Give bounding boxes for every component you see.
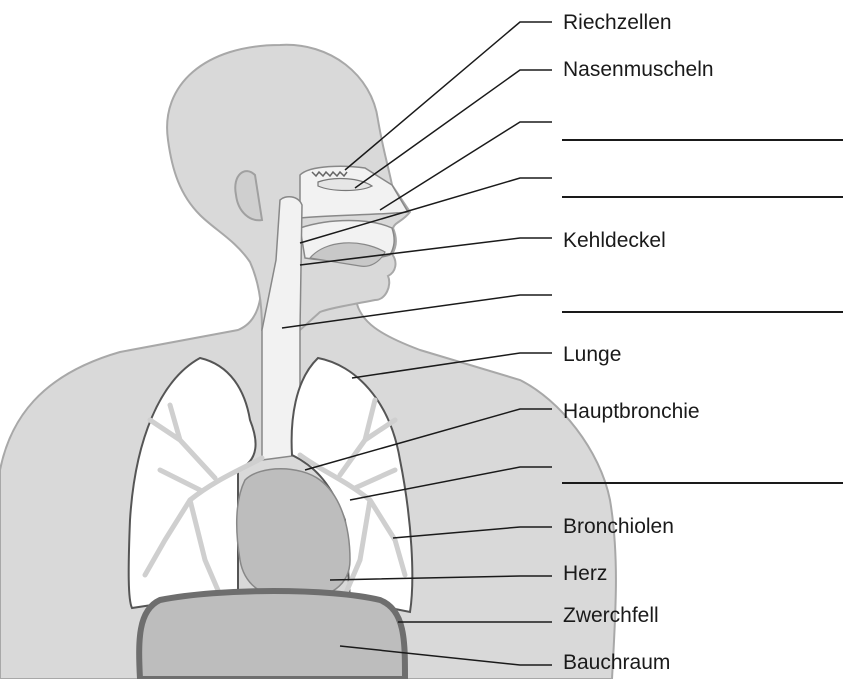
leader-line-nasenmuscheln	[355, 70, 552, 188]
blank-answer-line-3[interactable]	[562, 311, 843, 313]
leader-line-blank1	[380, 122, 552, 210]
label-nasenmuscheln: Nasenmuscheln	[563, 58, 714, 82]
leader-line-hauptbronchie	[305, 409, 552, 470]
leader-line-lunge	[352, 353, 552, 378]
leader-line-blank4	[350, 467, 552, 500]
leader-line-herz	[330, 576, 552, 580]
label-zwerchfell: Zwerchfell	[563, 604, 659, 628]
leader-line-bronchiolen	[393, 527, 552, 538]
leader-line-riechzellen	[345, 22, 552, 170]
label-riechzellen: Riechzellen	[563, 11, 672, 35]
leader-line-bauchraum	[340, 646, 552, 665]
label-bauchraum: Bauchraum	[563, 651, 670, 675]
blank-answer-line-4[interactable]	[562, 482, 843, 484]
leader-line-blank3	[282, 295, 552, 328]
blank-answer-line-2[interactable]	[562, 196, 843, 198]
label-hauptbronchie: Hauptbronchie	[563, 400, 700, 424]
label-bronchiolen: Bronchiolen	[563, 515, 674, 539]
label-kehldeckel: Kehldeckel	[563, 229, 666, 253]
label-herz: Herz	[563, 562, 607, 586]
leader-line-kehldeckel	[300, 238, 552, 265]
leader-line-blank2	[300, 178, 552, 243]
label-lunge: Lunge	[563, 343, 621, 367]
blank-answer-line-1[interactable]	[562, 139, 843, 141]
